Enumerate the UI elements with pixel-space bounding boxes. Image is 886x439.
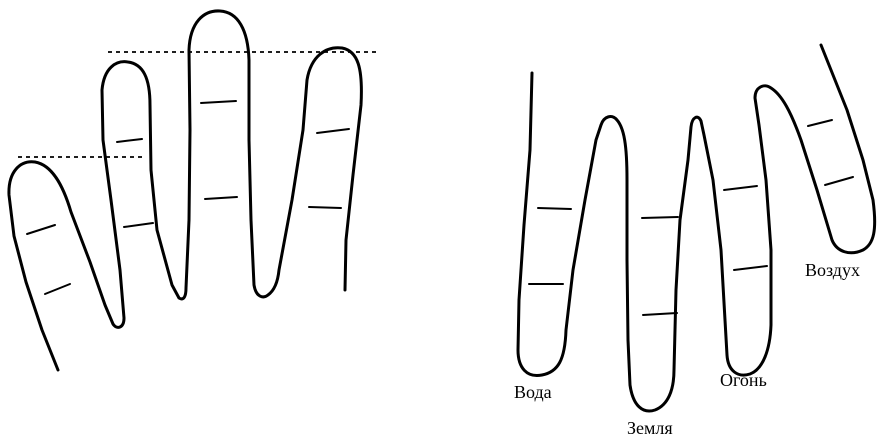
left-hand-outline bbox=[7, 9, 363, 372]
right-hand: Вода Земля Огонь Воздух bbox=[514, 43, 877, 438]
label-earth: Земля bbox=[627, 418, 673, 438]
water-finger-crease-1 bbox=[537, 207, 572, 210]
left-hand bbox=[7, 9, 378, 372]
earth-finger-crease-1 bbox=[641, 216, 679, 219]
label-air: Воздух bbox=[805, 260, 860, 280]
label-water: Вода bbox=[514, 382, 552, 402]
fire-finger-crease-1 bbox=[723, 185, 758, 191]
fire-finger-crease-2 bbox=[733, 265, 768, 271]
middle-crease-2 bbox=[204, 196, 238, 200]
index-crease-1 bbox=[116, 138, 143, 143]
earth-finger-crease-2 bbox=[642, 312, 678, 316]
index-crease-2 bbox=[123, 222, 154, 228]
label-fire: Огонь bbox=[720, 370, 767, 390]
middle-crease-1 bbox=[200, 100, 237, 104]
pinky-crease-2 bbox=[44, 283, 71, 295]
air-finger-crease-1 bbox=[807, 119, 833, 127]
ring-crease-1 bbox=[316, 128, 350, 134]
right-hand-outline bbox=[516, 43, 877, 413]
ring-crease-2 bbox=[308, 206, 342, 209]
air-finger-crease-2 bbox=[824, 176, 854, 186]
pinky-crease-1 bbox=[26, 224, 56, 235]
